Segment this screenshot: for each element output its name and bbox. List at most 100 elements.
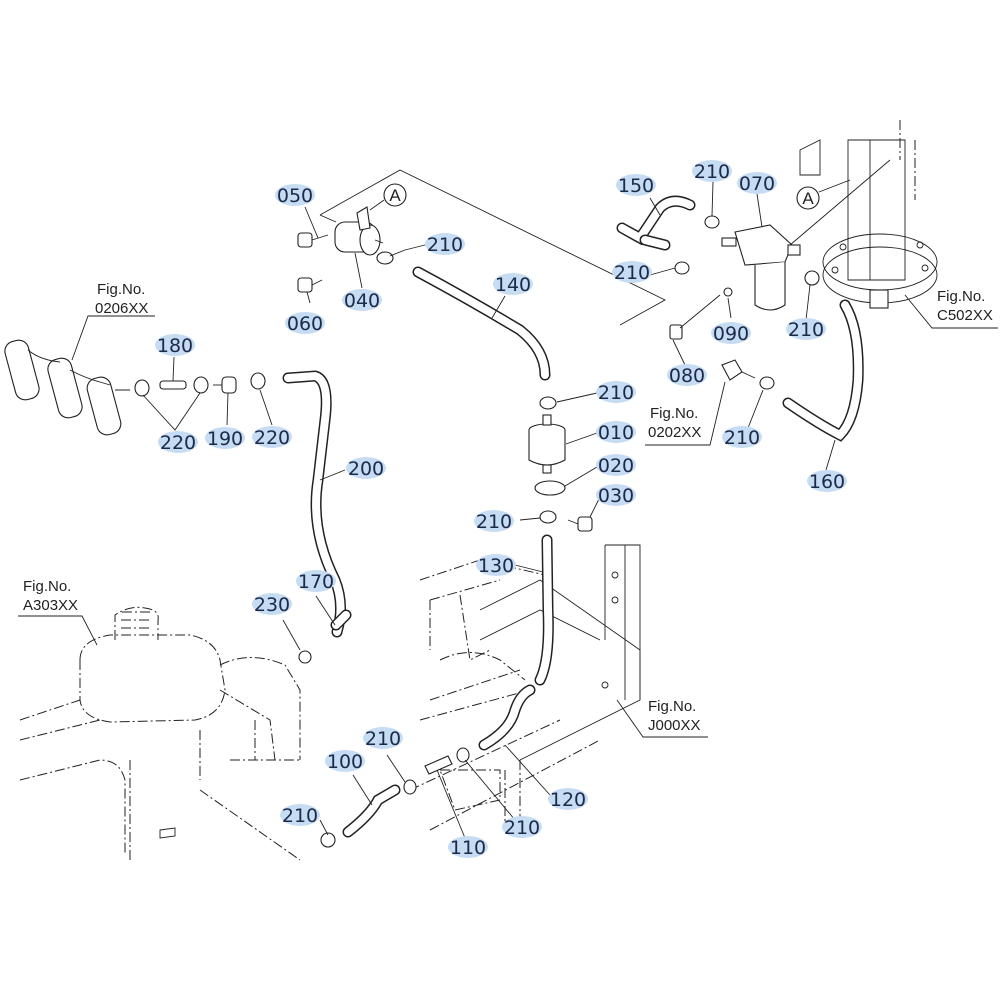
- part-label-p060[interactable]: 060: [285, 312, 325, 335]
- part-label-p220a[interactable]: 220: [158, 431, 198, 454]
- part-label-p210i[interactable]: 210: [363, 727, 403, 750]
- part-label-p190[interactable]: 190: [205, 427, 245, 450]
- part-label-p210b[interactable]: 210: [692, 160, 732, 183]
- part-number: 040: [344, 290, 380, 312]
- part-label-p210g[interactable]: 210: [474, 510, 514, 533]
- part-number: 210: [427, 234, 463, 256]
- label-highlight: [596, 421, 636, 443]
- svg-text:Fig.No.: Fig.No.: [97, 281, 145, 298]
- fuel-filter-010: [528, 414, 566, 474]
- label-highlight: [786, 318, 826, 340]
- label-highlight: [667, 364, 707, 386]
- part-label-p010[interactable]: 010: [596, 421, 636, 444]
- part-number: 210: [724, 427, 760, 449]
- part-number: 160: [809, 471, 845, 493]
- part-label-p200[interactable]: 200: [346, 457, 386, 480]
- label-highlight: [363, 727, 403, 749]
- tube-170: [330, 609, 352, 631]
- part-number: 210: [282, 805, 318, 827]
- part-label-p030[interactable]: 030: [596, 484, 636, 507]
- part-number: 020: [598, 455, 634, 477]
- part-label-p040[interactable]: 040: [342, 289, 382, 312]
- part-number: 210: [476, 511, 512, 533]
- bolts: [297, 232, 733, 532]
- part-label-p080[interactable]: 080: [667, 364, 707, 387]
- svg-text:0202XX: 0202XX: [648, 424, 701, 441]
- part-label-p050[interactable]: 050: [275, 184, 315, 207]
- label-highlight: [155, 334, 195, 356]
- svg-text:C502XX: C502XX: [937, 307, 993, 324]
- fuel-pump-040: [334, 206, 384, 256]
- part-number: 210: [788, 319, 824, 341]
- part-label-p210d[interactable]: 210: [786, 318, 826, 341]
- part-number: 220: [160, 432, 196, 454]
- part-label-p110[interactable]: 110: [448, 836, 488, 859]
- frame-j000: [409, 544, 641, 831]
- part-label-p210f[interactable]: 210: [596, 381, 636, 404]
- part-label-p160[interactable]: 160: [807, 470, 847, 493]
- part-number: 050: [277, 185, 313, 207]
- part-label-p180[interactable]: 180: [155, 334, 195, 357]
- part-number: 120: [550, 789, 586, 811]
- part-number: 230: [254, 594, 290, 616]
- hose-130: [534, 534, 554, 686]
- fig-ref-c502: Fig.No. C502XX: [904, 288, 998, 329]
- part-label-p220b[interactable]: 220: [252, 426, 292, 449]
- label-highlight: [692, 160, 732, 182]
- part-label-p120[interactable]: 120: [548, 788, 588, 811]
- label-highlight: [711, 322, 751, 344]
- tank-assembly-c502: [799, 120, 938, 309]
- label-highlight: [596, 484, 636, 506]
- part-number: 150: [618, 175, 654, 197]
- part-label-p130[interactable]: 130: [476, 554, 516, 577]
- part-label-p020[interactable]: 020: [596, 454, 636, 477]
- hose-140: [412, 266, 551, 381]
- part-label-p210c[interactable]: 210: [612, 261, 652, 284]
- tube-110: [424, 755, 453, 775]
- svg-text:A: A: [802, 189, 814, 208]
- callout-box-outline: [319, 169, 666, 326]
- label-highlight: [612, 261, 652, 283]
- label-highlight: [596, 381, 636, 403]
- injector-nozzles: [4, 339, 130, 436]
- part-label-p210a[interactable]: 210: [425, 233, 465, 256]
- part-label-p140[interactable]: 140: [493, 273, 533, 296]
- part-label-p070[interactable]: 070: [737, 172, 777, 195]
- part-number: 100: [327, 751, 363, 773]
- label-highlight: [476, 554, 516, 576]
- fig-ref-0206: Fig.No. 0206XX: [71, 281, 155, 361]
- part-number: 130: [478, 555, 514, 577]
- svg-text:Fig.No.: Fig.No.: [937, 288, 985, 305]
- part-number: 070: [739, 173, 775, 195]
- label-highlight: [548, 788, 588, 810]
- part-label-p100[interactable]: 100: [325, 750, 365, 773]
- label-highlight: [296, 570, 336, 592]
- part-label-p210j[interactable]: 210: [502, 816, 542, 839]
- part-label-p150[interactable]: 150: [616, 174, 656, 197]
- hose-150: [616, 195, 696, 251]
- part-label-p210e[interactable]: 210: [722, 426, 762, 449]
- part-label-p230[interactable]: 230: [252, 593, 292, 616]
- part-number: 180: [157, 335, 193, 357]
- hose-120: [478, 684, 536, 751]
- fig-ref-j000: Fig.No. J000XX: [616, 698, 708, 738]
- part-number: 200: [348, 458, 384, 480]
- svg-text:A: A: [389, 186, 401, 205]
- label-highlight: [158, 431, 198, 453]
- label-highlight: [502, 816, 542, 838]
- label-highlight: [425, 233, 465, 255]
- svg-text:Fig.No.: Fig.No.: [650, 405, 698, 422]
- tube-180: [159, 380, 187, 390]
- part-number: 110: [450, 837, 486, 859]
- part-label-p170[interactable]: 170: [296, 570, 336, 593]
- part-label-p210h[interactable]: 210: [280, 804, 320, 827]
- part-number: 210: [504, 817, 540, 839]
- hose-200: [282, 370, 346, 638]
- part-number: 190: [207, 428, 243, 450]
- label-highlight: [807, 470, 847, 492]
- part-label-p090[interactable]: 090: [711, 322, 751, 345]
- fig-ref-0202: Fig.No. 0202XX: [645, 381, 726, 446]
- label-highlight: [252, 426, 292, 448]
